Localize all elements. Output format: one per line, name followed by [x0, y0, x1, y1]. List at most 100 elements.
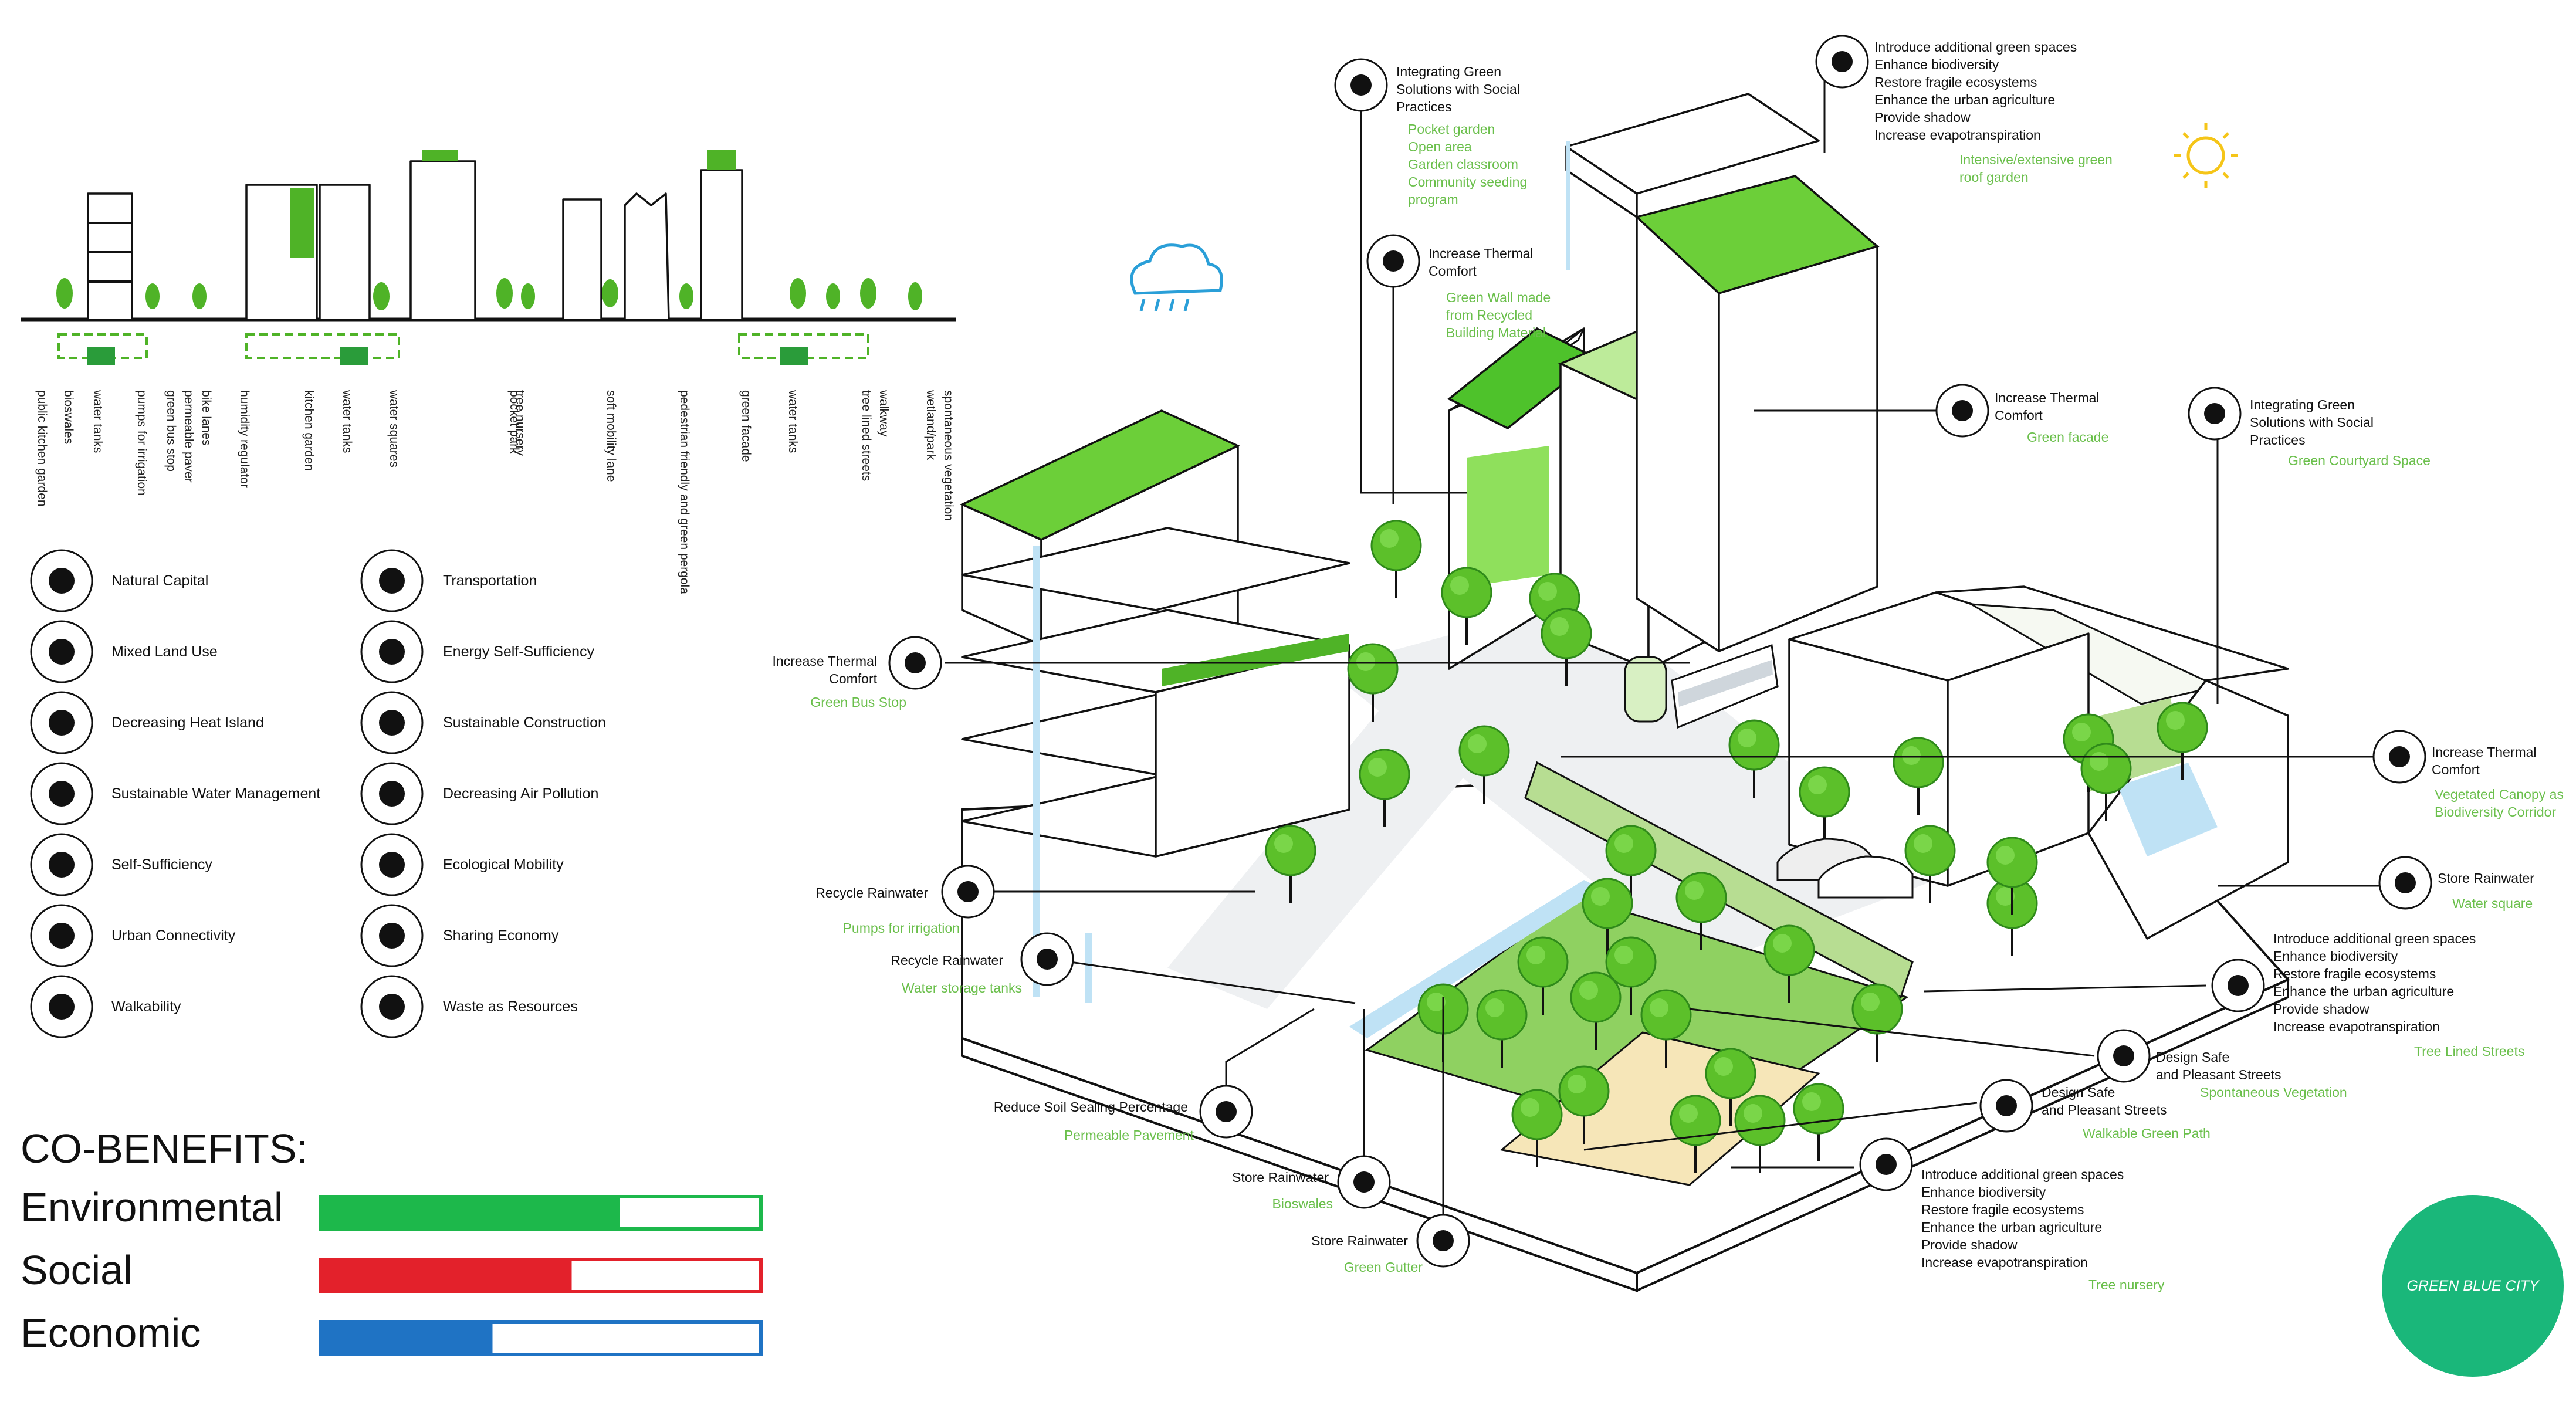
callout-green-line: Community seeding [1408, 174, 1527, 189]
tree [1851, 983, 1903, 1062]
callout-title-line: Integrating Green [1396, 64, 1501, 79]
legend-item: Walkability [30, 975, 181, 1038]
legend-label: Sharing Economy [443, 927, 559, 944]
tree [1476, 989, 1528, 1068]
callout-title-line: Comfort [2432, 762, 2480, 777]
skyline-label: bike lanes [199, 390, 213, 446]
callout-title-line: Provide shadow [2273, 1001, 2369, 1017]
tree [1458, 725, 1510, 804]
tree [1511, 1089, 1563, 1167]
callout-title-line: Enhance the urban agriculture [1921, 1220, 2102, 1235]
legend-item: Energy Self-Sufficiency [360, 620, 594, 683]
cobenefit-label: Social [21, 1247, 133, 1293]
callout-green-line: Tree nursery [2088, 1277, 2165, 1292]
callout-icon [1199, 1085, 1253, 1139]
callout-green-line: Water storage tanks [902, 980, 1022, 995]
cobenefit-label: Environmental [21, 1184, 283, 1230]
callout-green-line: Building Material [1446, 325, 1546, 340]
callout-icon [941, 865, 995, 919]
callout-green-line: Green facade [2027, 429, 2108, 445]
callout-title-line: Provide shadow [1921, 1237, 2018, 1252]
skyline-label: green facade [739, 390, 753, 462]
callout-c14: Reduce Soil Sealing PercentagePermeable … [994, 1085, 1253, 1143]
skyline-label: water tanks [340, 390, 354, 453]
skyline-label: water tanks [91, 390, 104, 453]
callout-icon [888, 636, 942, 690]
callout-c11: Introduce additional green spacesEnhance… [2211, 931, 2524, 1059]
callout-title-line: Increase evapotranspiration [1874, 127, 2041, 143]
legend-label: Transportation [443, 573, 537, 589]
skyline-label: water tanks [786, 390, 800, 453]
skyline-label: pedestrian friendly and green pergola [678, 390, 691, 594]
skyline-label: pumps for irrigation [135, 390, 148, 496]
callout-title-line: Increase evapotranspiration [2273, 1019, 2440, 1034]
callout-icon [1366, 234, 1420, 288]
legend-item: Transportation [360, 549, 537, 612]
callout-title-line: Increase Thermal [1429, 246, 1534, 261]
callout-green-line: Intensive/extensive green [1959, 152, 2113, 167]
callout-c2: Introduce additional green spacesEnhance… [1815, 35, 2113, 185]
cobenefits-title: CO-BENEFITS: [21, 1126, 308, 1171]
energy-icon [360, 620, 424, 683]
callout-green-line: Green Wall made [1446, 290, 1551, 305]
callout-green-line: Water square [2452, 896, 2533, 911]
bus [1624, 644, 1779, 729]
callout-icon [1935, 384, 1989, 438]
cobenefit-row: Economic [21, 1310, 763, 1356]
badge-text: GREEN BLUE CITY [2406, 1278, 2540, 1294]
callout-title-line: Introduce additional green spaces [2273, 931, 2476, 946]
urban-connectivity-icon [30, 904, 93, 967]
callout-title-line: Reduce Soil Sealing Percentage [994, 1099, 1188, 1115]
callout-icon [1979, 1079, 2033, 1133]
rain-cloud-icon [1130, 243, 1223, 311]
callout-c17: Introduce additional green spacesEnhance… [1859, 1137, 2165, 1292]
callout-green-line: Spontaneous Vegetation [2200, 1085, 2347, 1100]
bioswale-channel [1349, 880, 1602, 1038]
tree [1605, 936, 1657, 1015]
legend-label: Mixed Land Use [111, 644, 218, 660]
cobenefit-bar-fill [321, 1259, 572, 1292]
callout-title-line: Enhance biodiversity [1874, 57, 1999, 72]
callout-title-line: Enhance the urban agriculture [2273, 984, 2454, 999]
callout-title-line: Recycle Rainwater [815, 885, 928, 900]
tree [1670, 1095, 1721, 1173]
cobenefit-row: Environmental [21, 1184, 763, 1231]
cobenefit-bar-fill [321, 1197, 620, 1229]
legend-label: Sustainable Construction [443, 714, 606, 731]
heat-island-icon [30, 691, 93, 754]
legend-label: Self-Sufficiency [111, 856, 212, 873]
skyline-label: wetland/park [924, 390, 937, 460]
legend-label: Walkability [111, 998, 181, 1015]
callout-title-line: Solutions with Social [1396, 82, 1520, 97]
callout-title-line: Increase evapotranspiration [1921, 1255, 2088, 1270]
tree [1640, 989, 1692, 1068]
callout-title-line: Store Rainwater [2438, 871, 2534, 886]
callout-green-line: Vegetated Canopy as [2435, 787, 2564, 802]
callout-icon [1020, 932, 1074, 986]
legend-item: Self-Sufficiency [30, 833, 212, 896]
tree [1570, 971, 1622, 1050]
skyline-label: humidity regulator [238, 390, 251, 488]
tree [1705, 1048, 1756, 1126]
tree [1347, 643, 1399, 722]
callout-green-line: from Recycled [1446, 307, 1532, 323]
callout-icon [2372, 730, 2426, 784]
callout-green-line: Permeable Pavement [1064, 1127, 1194, 1143]
legend-label: Waste as Resources [443, 998, 578, 1015]
tree [1558, 1065, 1610, 1144]
callout-title-line: Design Safe [2156, 1049, 2229, 1065]
